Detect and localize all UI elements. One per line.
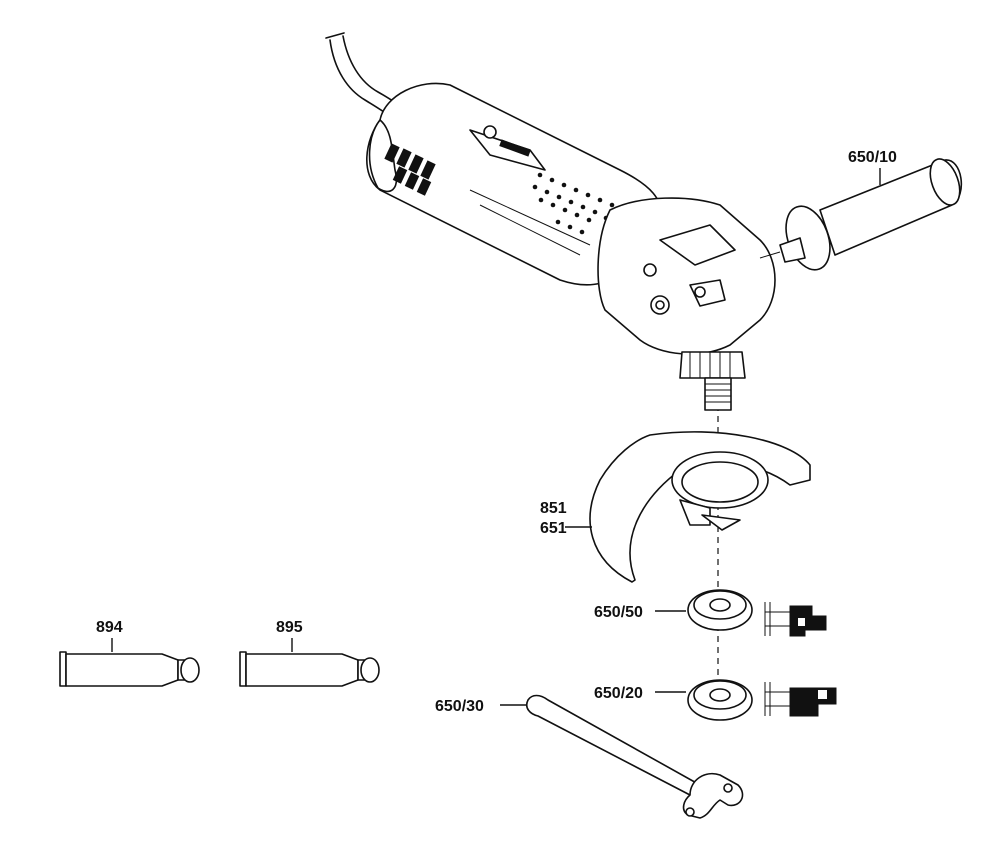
mounting-flange [687,589,753,631]
grease-tube-895 [239,651,380,687]
part-label-guard-a: 851 [540,500,567,517]
part-label-flange: 650/50 [594,604,643,621]
part-label-nut: 650/20 [594,685,643,702]
part-label-wrench: 650/30 [435,698,484,715]
vent-slots [384,143,436,196]
part-label-handle: 650/10 [848,149,897,166]
part-label-tube-a: 894 [96,619,123,636]
spanner-wrench [525,694,744,819]
part-label-tube-b: 895 [276,619,303,636]
auxiliary-handle [759,158,963,271]
grease-tube-894 [59,651,200,687]
grip-texture [532,172,615,235]
part-label-guard-b: 651 [540,520,567,537]
clamping-nut [687,679,753,721]
flange-section-symbol [764,602,827,637]
wheel-guard [589,431,811,583]
angle-grinder [366,82,776,411]
nut-section-symbol [764,682,837,717]
